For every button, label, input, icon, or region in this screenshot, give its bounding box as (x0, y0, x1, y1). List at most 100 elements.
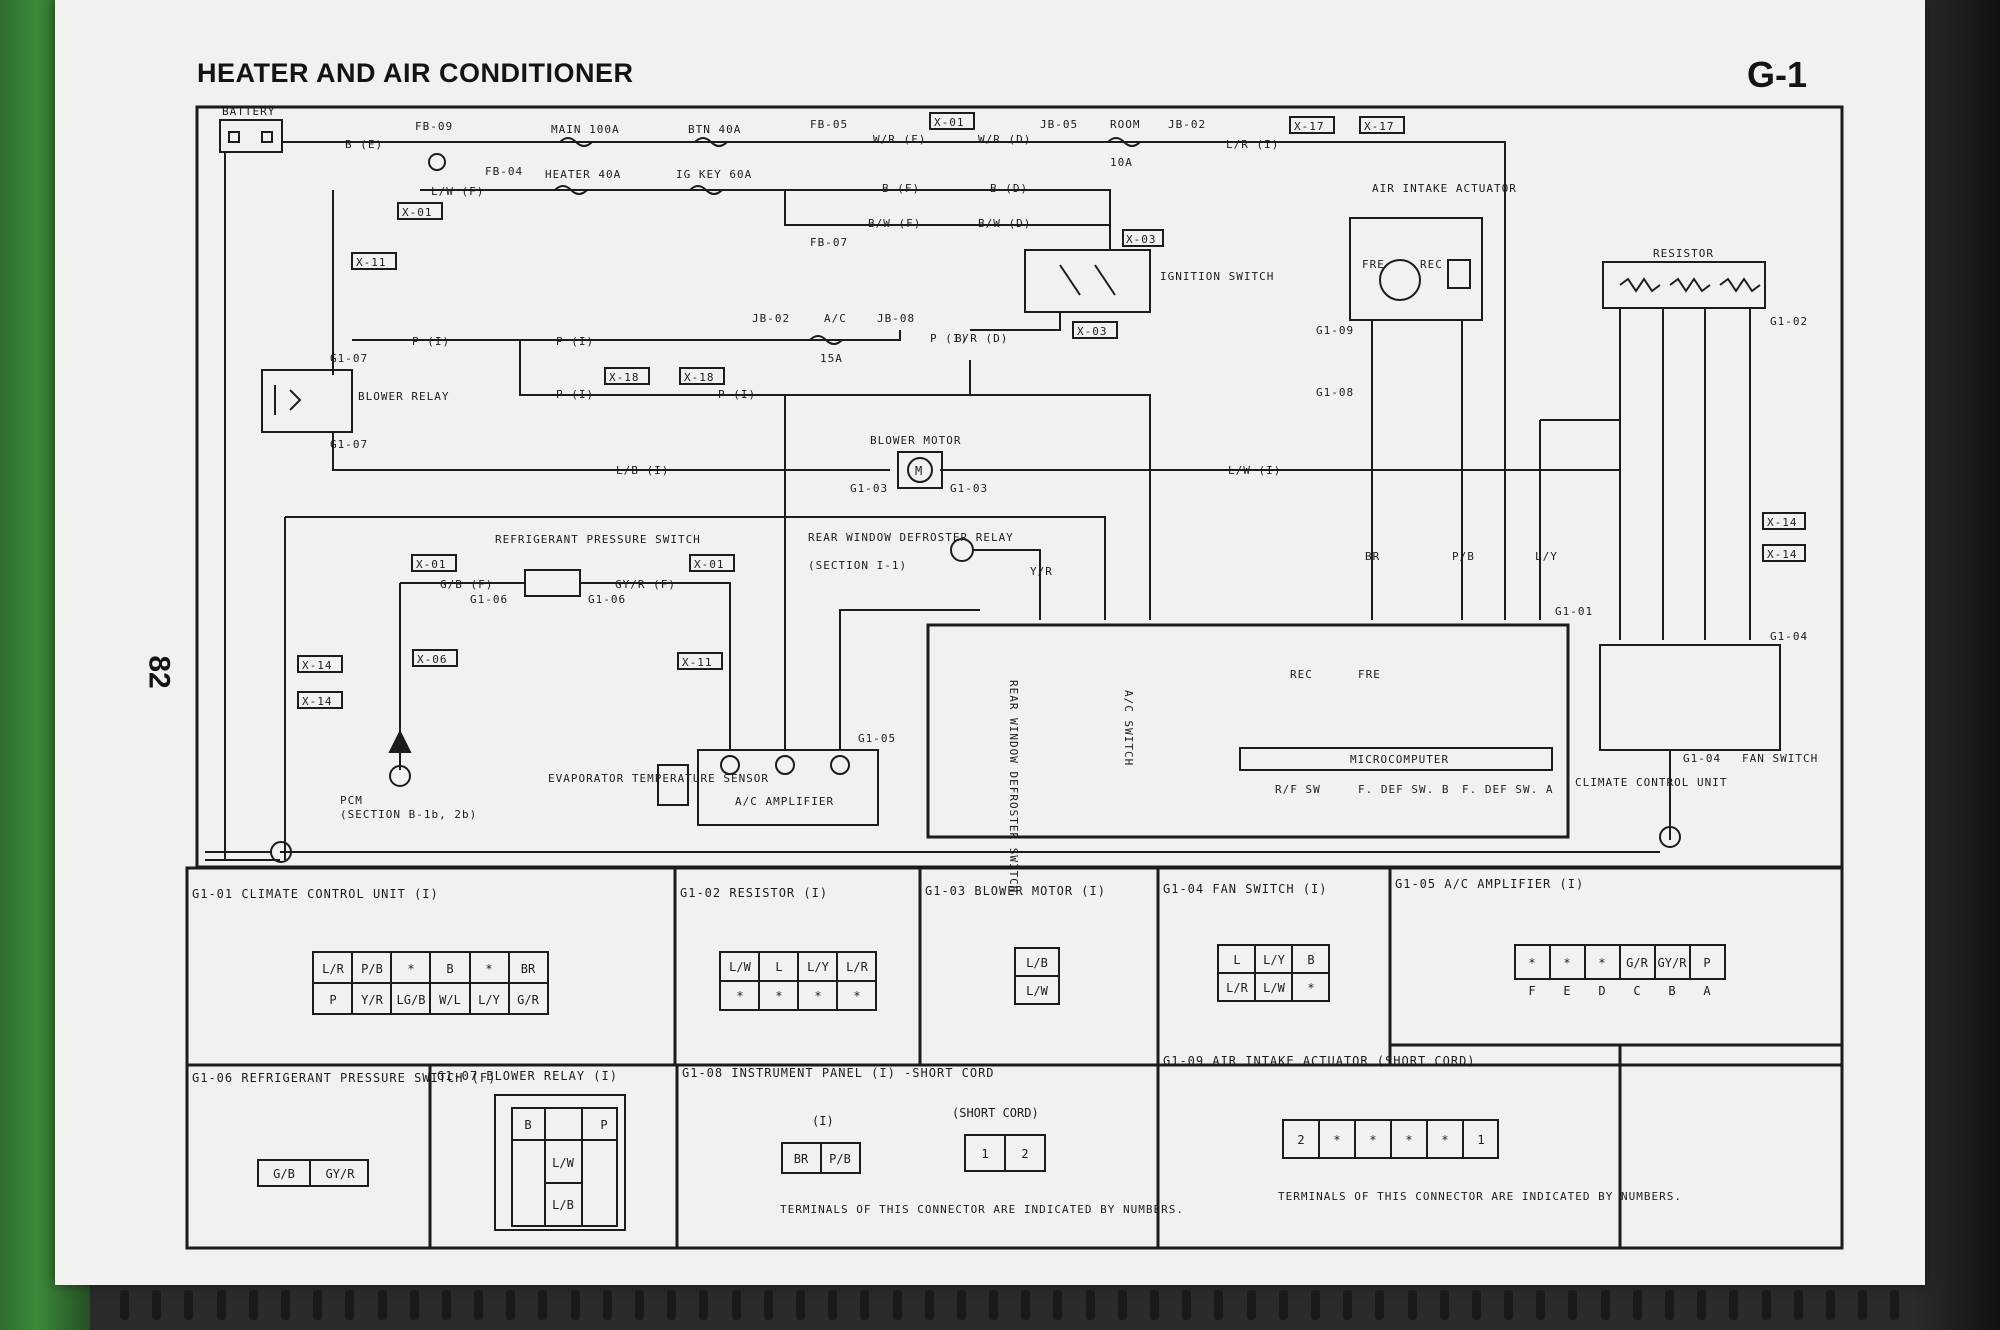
svg-text:FB-09: FB-09 (415, 120, 453, 133)
connector-tag-x11b (677, 652, 723, 670)
binding-ring (409, 1290, 419, 1320)
connector-tag-x18b (679, 367, 725, 385)
connector-tag-x11 (351, 252, 397, 270)
svg-text:(SECTION I-1): (SECTION I-1) (808, 559, 907, 572)
binding-ring (667, 1290, 677, 1320)
connector-cell: GY/R (1658, 956, 1688, 970)
svg-text:X-17: X-17 (1294, 120, 1325, 133)
svg-text:(I): (I) (812, 1114, 834, 1128)
svg-text:TERMINALS OF THIS CONNECTOR AR: TERMINALS OF THIS CONNECTOR ARE INDICATE… (1278, 1190, 1682, 1203)
svg-text:ROOM: ROOM (1110, 118, 1141, 131)
ignition-switch: X-03 IGNITION SWITCH (1024, 229, 1273, 313)
wire-label-l-b-i: L/B (I) (616, 464, 669, 477)
svg-text:X-03: X-03 (1077, 325, 1108, 338)
connector-cell: * (736, 989, 743, 1003)
binding-ring (1021, 1290, 1031, 1320)
background-desk (1910, 0, 2000, 1330)
wire-label-p-b: P/B (1452, 550, 1475, 563)
svg-text:JB-02: JB-02 (1168, 118, 1206, 131)
svg-text:FB-07: FB-07 (810, 236, 848, 249)
svg-text:REAR WINDOW DEFROSTER SWITCH: REAR WINDOW DEFROSTER SWITCH (1007, 680, 1020, 893)
connector-cell: 2 (1021, 1147, 1028, 1161)
binding-ring (1504, 1290, 1514, 1320)
binding-ring (1729, 1290, 1739, 1320)
connector-cell: * (485, 962, 492, 976)
svg-text:TERMINALS OF THIS CONNECTOR AR: TERMINALS OF THIS CONNECTOR ARE INDICATE… (780, 1203, 1184, 1216)
evaporator-temperature-sensor: EVAPORATOR TEMPERATURE SENSOR (548, 764, 768, 806)
connector-tag-x14d (1762, 544, 1806, 562)
svg-text:P (I): P (I) (930, 332, 968, 345)
page-title: HEATER AND AIR CONDITIONER (197, 58, 634, 88)
svg-text:PCM: PCM (340, 794, 363, 807)
svg-text:G1-06 REFRIGERANT PRESSURE SWI: G1-06 REFRIGERANT PRESSURE SWITCH (F) (192, 1071, 496, 1085)
binding-ring (795, 1290, 805, 1320)
binding-ring (1182, 1290, 1192, 1320)
svg-text:FB-04: FB-04 (485, 165, 523, 178)
svg-text:MICROCOMPUTER: MICROCOMPUTER (1350, 753, 1449, 766)
binding-ring (474, 1290, 484, 1320)
svg-text:G1-04: G1-04 (1683, 752, 1721, 765)
section-code: G-1 (1747, 54, 1808, 95)
wire-label-gy-r-f: GY/R (F) (615, 578, 676, 591)
connector-cell: W/L (439, 993, 461, 1007)
connector-cell: P/B (829, 1152, 851, 1166)
binding-ring (892, 1290, 902, 1320)
connector-cell: Y/R (361, 993, 383, 1007)
connector-tag-x03b (1072, 321, 1118, 339)
wire-label-br: BR (1365, 550, 1380, 563)
connector-tag-x14a (297, 655, 343, 673)
binding-ring (1439, 1290, 1449, 1320)
svg-text:FB-05: FB-05 (810, 118, 848, 131)
binding-ring (1761, 1290, 1771, 1320)
binding-ring (699, 1290, 709, 1320)
svg-text:FRE: FRE (1358, 668, 1381, 681)
binding-ring (1343, 1290, 1353, 1320)
wire-label-l-w-i: L/W (I) (1228, 464, 1281, 477)
wire-label-p-i: P (I) (412, 335, 450, 348)
binding-ring (956, 1290, 966, 1320)
connector-tag-x01b (397, 202, 443, 220)
svg-text:HEATER 40A: HEATER 40A (545, 168, 621, 181)
svg-text:BLOWER MOTOR: BLOWER MOTOR (870, 434, 961, 447)
binding-ring (280, 1290, 290, 1320)
connector-cell: L/R (1226, 981, 1248, 995)
svg-text:CLIMATE CONTROL UNIT: CLIMATE CONTROL UNIT (1575, 776, 1727, 789)
wire-label-b-e: B (E) (345, 138, 383, 151)
connector-tag-x17b (1359, 116, 1405, 134)
binding-ring (1278, 1290, 1288, 1320)
svg-text:X-06: X-06 (417, 653, 448, 666)
binding-ring (216, 1290, 226, 1320)
svg-text:G1-06: G1-06 (470, 593, 508, 606)
binding-ring (152, 1290, 162, 1320)
binding-ring (924, 1290, 934, 1320)
svg-text:G1-04: G1-04 (1770, 630, 1808, 643)
blower-motor: M BLOWER MOTOR G1-03 G1-03 (850, 434, 987, 495)
spiral-binding (120, 1280, 1900, 1330)
wire-label-b-r-d: B/R (D) (955, 332, 1008, 345)
connector-tag-x01 (929, 112, 975, 130)
connector-table-frame (185, 866, 1844, 1250)
svg-text:G1-05: G1-05 (858, 732, 896, 745)
svg-text:BATTERY: BATTERY (222, 105, 275, 118)
binding-ring (184, 1290, 194, 1320)
svg-text:15A: 15A (820, 352, 843, 365)
connector-cell: BR (794, 1152, 809, 1166)
svg-text:X-14: X-14 (302, 659, 333, 672)
connector-tag-x14b (297, 691, 343, 709)
svg-text:A/C AMPLIFIER: A/C AMPLIFIER (735, 795, 834, 808)
svg-text:G1-03: G1-03 (850, 482, 888, 495)
connector-cell: G/R (517, 993, 539, 1007)
binding-ring (1697, 1290, 1707, 1320)
connector-cell: B (524, 1118, 531, 1132)
connector-cell: * (1405, 1133, 1412, 1147)
connector-letter: B (1668, 984, 1675, 998)
binding-ring (1214, 1290, 1224, 1320)
svg-text:G1-05 A/C AMPLIFIER (I): G1-05 A/C AMPLIFIER (I) (1395, 877, 1584, 891)
connector-cell: G/R (1626, 956, 1648, 970)
climate-control-unit: MICROCOMPUTER R/F SW F. DEF SW. B F. DEF… (926, 605, 1727, 893)
binding-ring (989, 1290, 999, 1320)
connector-cell: L/B (552, 1198, 574, 1212)
fan-switch: FAN SWITCH G1-04 G1-04 (1599, 630, 1817, 765)
svg-text:REAR WINDOW DEFROSTER RELAY: REAR WINDOW DEFROSTER RELAY (808, 531, 1014, 544)
svg-text:REC: REC (1290, 668, 1313, 681)
